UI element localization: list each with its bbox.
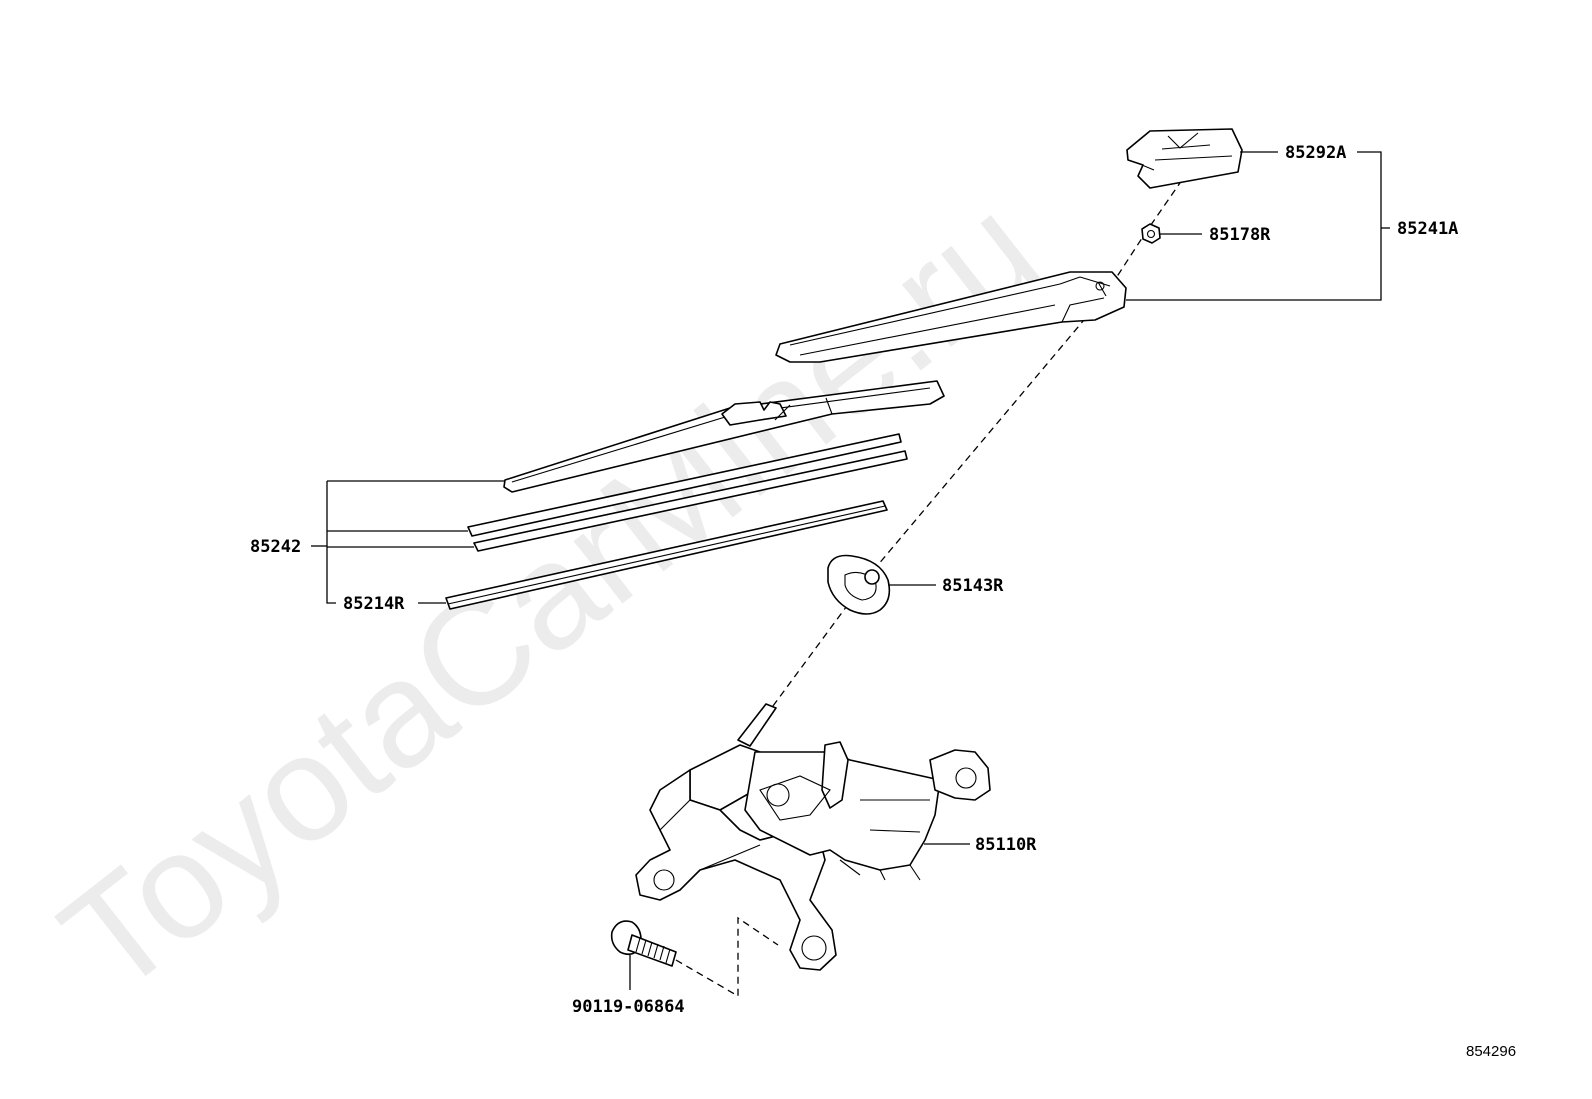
label-nut: 85178R (1209, 225, 1271, 245)
label-blade: 85242 (250, 537, 301, 557)
leader-lines (311, 151, 1390, 990)
diagram-id: 854296 (1466, 1043, 1516, 1060)
bolt-centerline (675, 916, 779, 998)
wiper-blade-frame[interactable] (503, 380, 945, 493)
wiper-arm[interactable] (775, 271, 1127, 363)
grommet[interactable] (827, 554, 891, 615)
label-motor: 85110R (975, 835, 1037, 855)
wiper-blade-strip-lower[interactable] (473, 450, 908, 552)
wiper-blade-rubber[interactable] (445, 500, 888, 610)
wiper-motor[interactable] (635, 703, 991, 971)
mounting-bolt[interactable] (610, 920, 677, 967)
nut[interactable] (1141, 223, 1161, 244)
wiper-arm-cap[interactable] (1126, 128, 1243, 189)
label-bolt: 90119-06864 (572, 997, 685, 1017)
label-cap: 85292A (1285, 143, 1346, 163)
watermark: ToyotaCarMine.ru (31, 164, 1067, 1025)
label-rubber: 85214R (343, 594, 405, 614)
label-arm-assembly: 85241A (1397, 219, 1458, 239)
wiper-blade-strip-upper[interactable] (467, 433, 902, 537)
label-grommet: 85143R (942, 576, 1004, 596)
